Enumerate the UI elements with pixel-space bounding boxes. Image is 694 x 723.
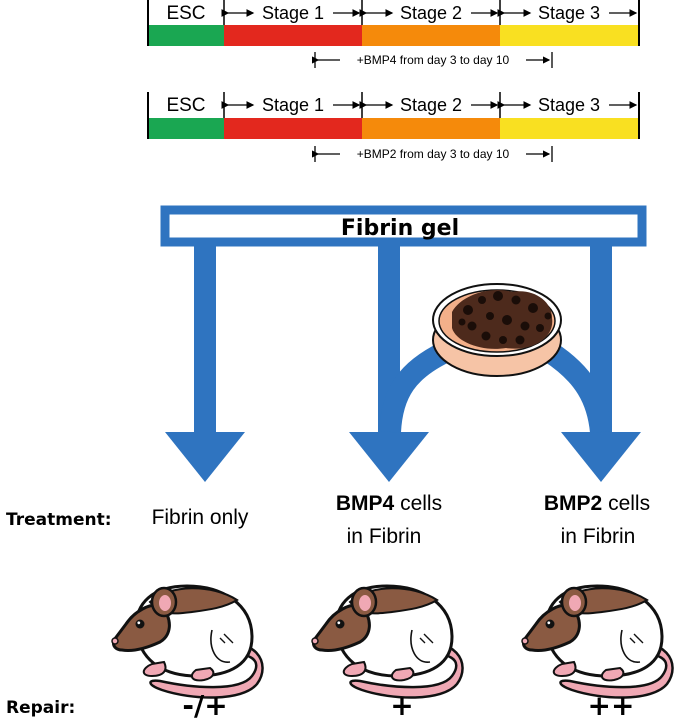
esc-label: ESC — [166, 3, 205, 24]
rat-icon — [310, 584, 465, 700]
esc-label: ESC — [166, 95, 205, 116]
group-bmp4-label-line1: BMP4 cells — [336, 492, 442, 515]
stage2-segment — [362, 25, 500, 46]
stage2-label: Stage 2 — [400, 95, 462, 115]
repair-bmp2: ++ — [588, 689, 635, 722]
stage3-segment — [500, 118, 639, 139]
stage3-segment — [500, 25, 639, 46]
group-bmp2-label-line1: BMP2 cells — [544, 492, 650, 515]
repair-row-label: Repair: — [6, 698, 75, 718]
stage1-segment — [224, 118, 362, 139]
flow-arrows: Fibrin gel — [160, 205, 647, 482]
group-bmp4-label-line2: in Fibrin — [347, 525, 422, 548]
curved-arrow-to-bmp4 — [379, 342, 450, 433]
stage1-label: Stage 1 — [262, 95, 324, 115]
repair-fibrin-only: -/+ — [182, 689, 227, 722]
group-fibrin-only-label: Fibrin only — [152, 506, 249, 529]
timeline-bmp4: ESC Stage 1 Stage 2 Stage 3 +BMP4 from d… — [147, 0, 640, 68]
esc-segment — [148, 118, 224, 139]
stage2-segment — [362, 118, 500, 139]
arrow-head-middle — [349, 432, 429, 482]
rat-icon — [520, 584, 675, 700]
fibrin-gel-box — [160, 205, 647, 247]
bmp2-treatment-label: +BMP2 from day 3 to day 10 — [357, 147, 510, 161]
repair-bmp4: + — [390, 689, 413, 722]
stage3-label: Stage 3 — [538, 3, 600, 23]
arrow-head-left — [165, 432, 245, 482]
petri-dish-icon — [432, 283, 562, 377]
stage3-label: Stage 3 — [538, 95, 600, 115]
bmp4-treatment-label: +BMP4 from day 3 to day 10 — [357, 53, 510, 67]
treatment-row-label: Treatment: — [6, 510, 112, 530]
fibrin-gel-label: Fibrin gel — [341, 216, 459, 241]
curved-arrow-to-bmp2 — [543, 342, 612, 434]
arrow-head-right — [561, 432, 641, 482]
esc-segment — [148, 25, 224, 46]
timeline-bmp2: ESC Stage 1 Stage 2 Stage 3 +BMP2 from d… — [147, 92, 640, 162]
group-bmp2-label-line2: in Fibrin — [561, 525, 636, 548]
stage2-label: Stage 2 — [400, 3, 462, 23]
stage1-label: Stage 1 — [262, 3, 324, 23]
stage1-segment — [224, 25, 362, 46]
rat-icon — [110, 584, 265, 700]
